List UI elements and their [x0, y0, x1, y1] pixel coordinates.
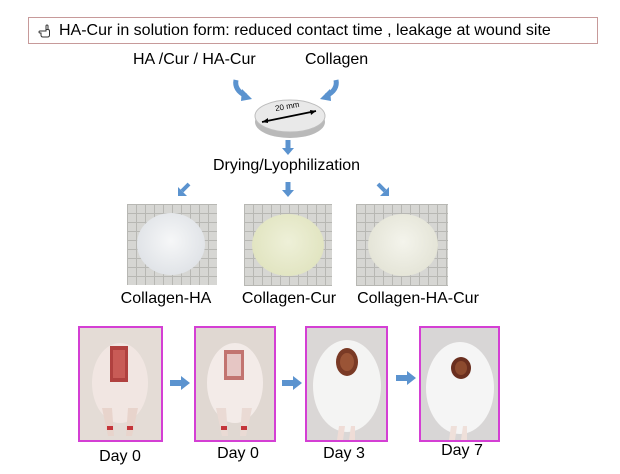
curved-arrow-left-icon [233, 79, 252, 101]
arrow-right-icon [170, 376, 190, 390]
pointing-hand-icon [37, 23, 53, 39]
scaffold-photo-collagen-cur [244, 204, 332, 286]
label-ha-cur: HA /Cur / HA-Cur [133, 51, 256, 68]
arrow-down-icon [282, 140, 294, 155]
day-label-0b: Day 0 [217, 445, 259, 462]
banner-text: HA-Cur in solution form: reduced contact… [59, 21, 551, 39]
arrow-right-icon [396, 371, 416, 385]
scaffold-disc [254, 99, 326, 138]
scaffold-photo-collagen-ha [127, 204, 217, 285]
day-label-0a: Day 0 [99, 448, 141, 465]
scaffold-label-collagen-ha: Collagen-HA [120, 290, 212, 307]
day-label-7: Day 7 [441, 442, 483, 459]
label-collagen: Collagen [305, 51, 369, 68]
scaffold-photo-collagen-ha-cur [356, 204, 448, 286]
wound-photo-day7 [419, 326, 500, 442]
scaffold-label-collagen-cur: Collagen-Cur [241, 290, 337, 307]
process-step-label: Drying/Lyophilization [213, 157, 361, 174]
arrow-down-right-icon [376, 182, 389, 196]
arrow-down-left-icon [178, 182, 191, 196]
day-label-3: Day 3 [323, 445, 365, 462]
info-banner: HA-Cur in solution form: reduced contact… [28, 17, 598, 44]
curved-arrow-right-icon [320, 79, 339, 101]
wound-photo-day0-b [194, 326, 276, 442]
wound-photo-day3 [305, 326, 388, 442]
scaffold-label-collagen-ha-cur: Collagen-HA-Cur [357, 290, 479, 307]
wound-photo-day0-a [78, 326, 163, 442]
arrow-right-icon [282, 376, 302, 390]
arrow-down-center-icon [282, 182, 294, 197]
